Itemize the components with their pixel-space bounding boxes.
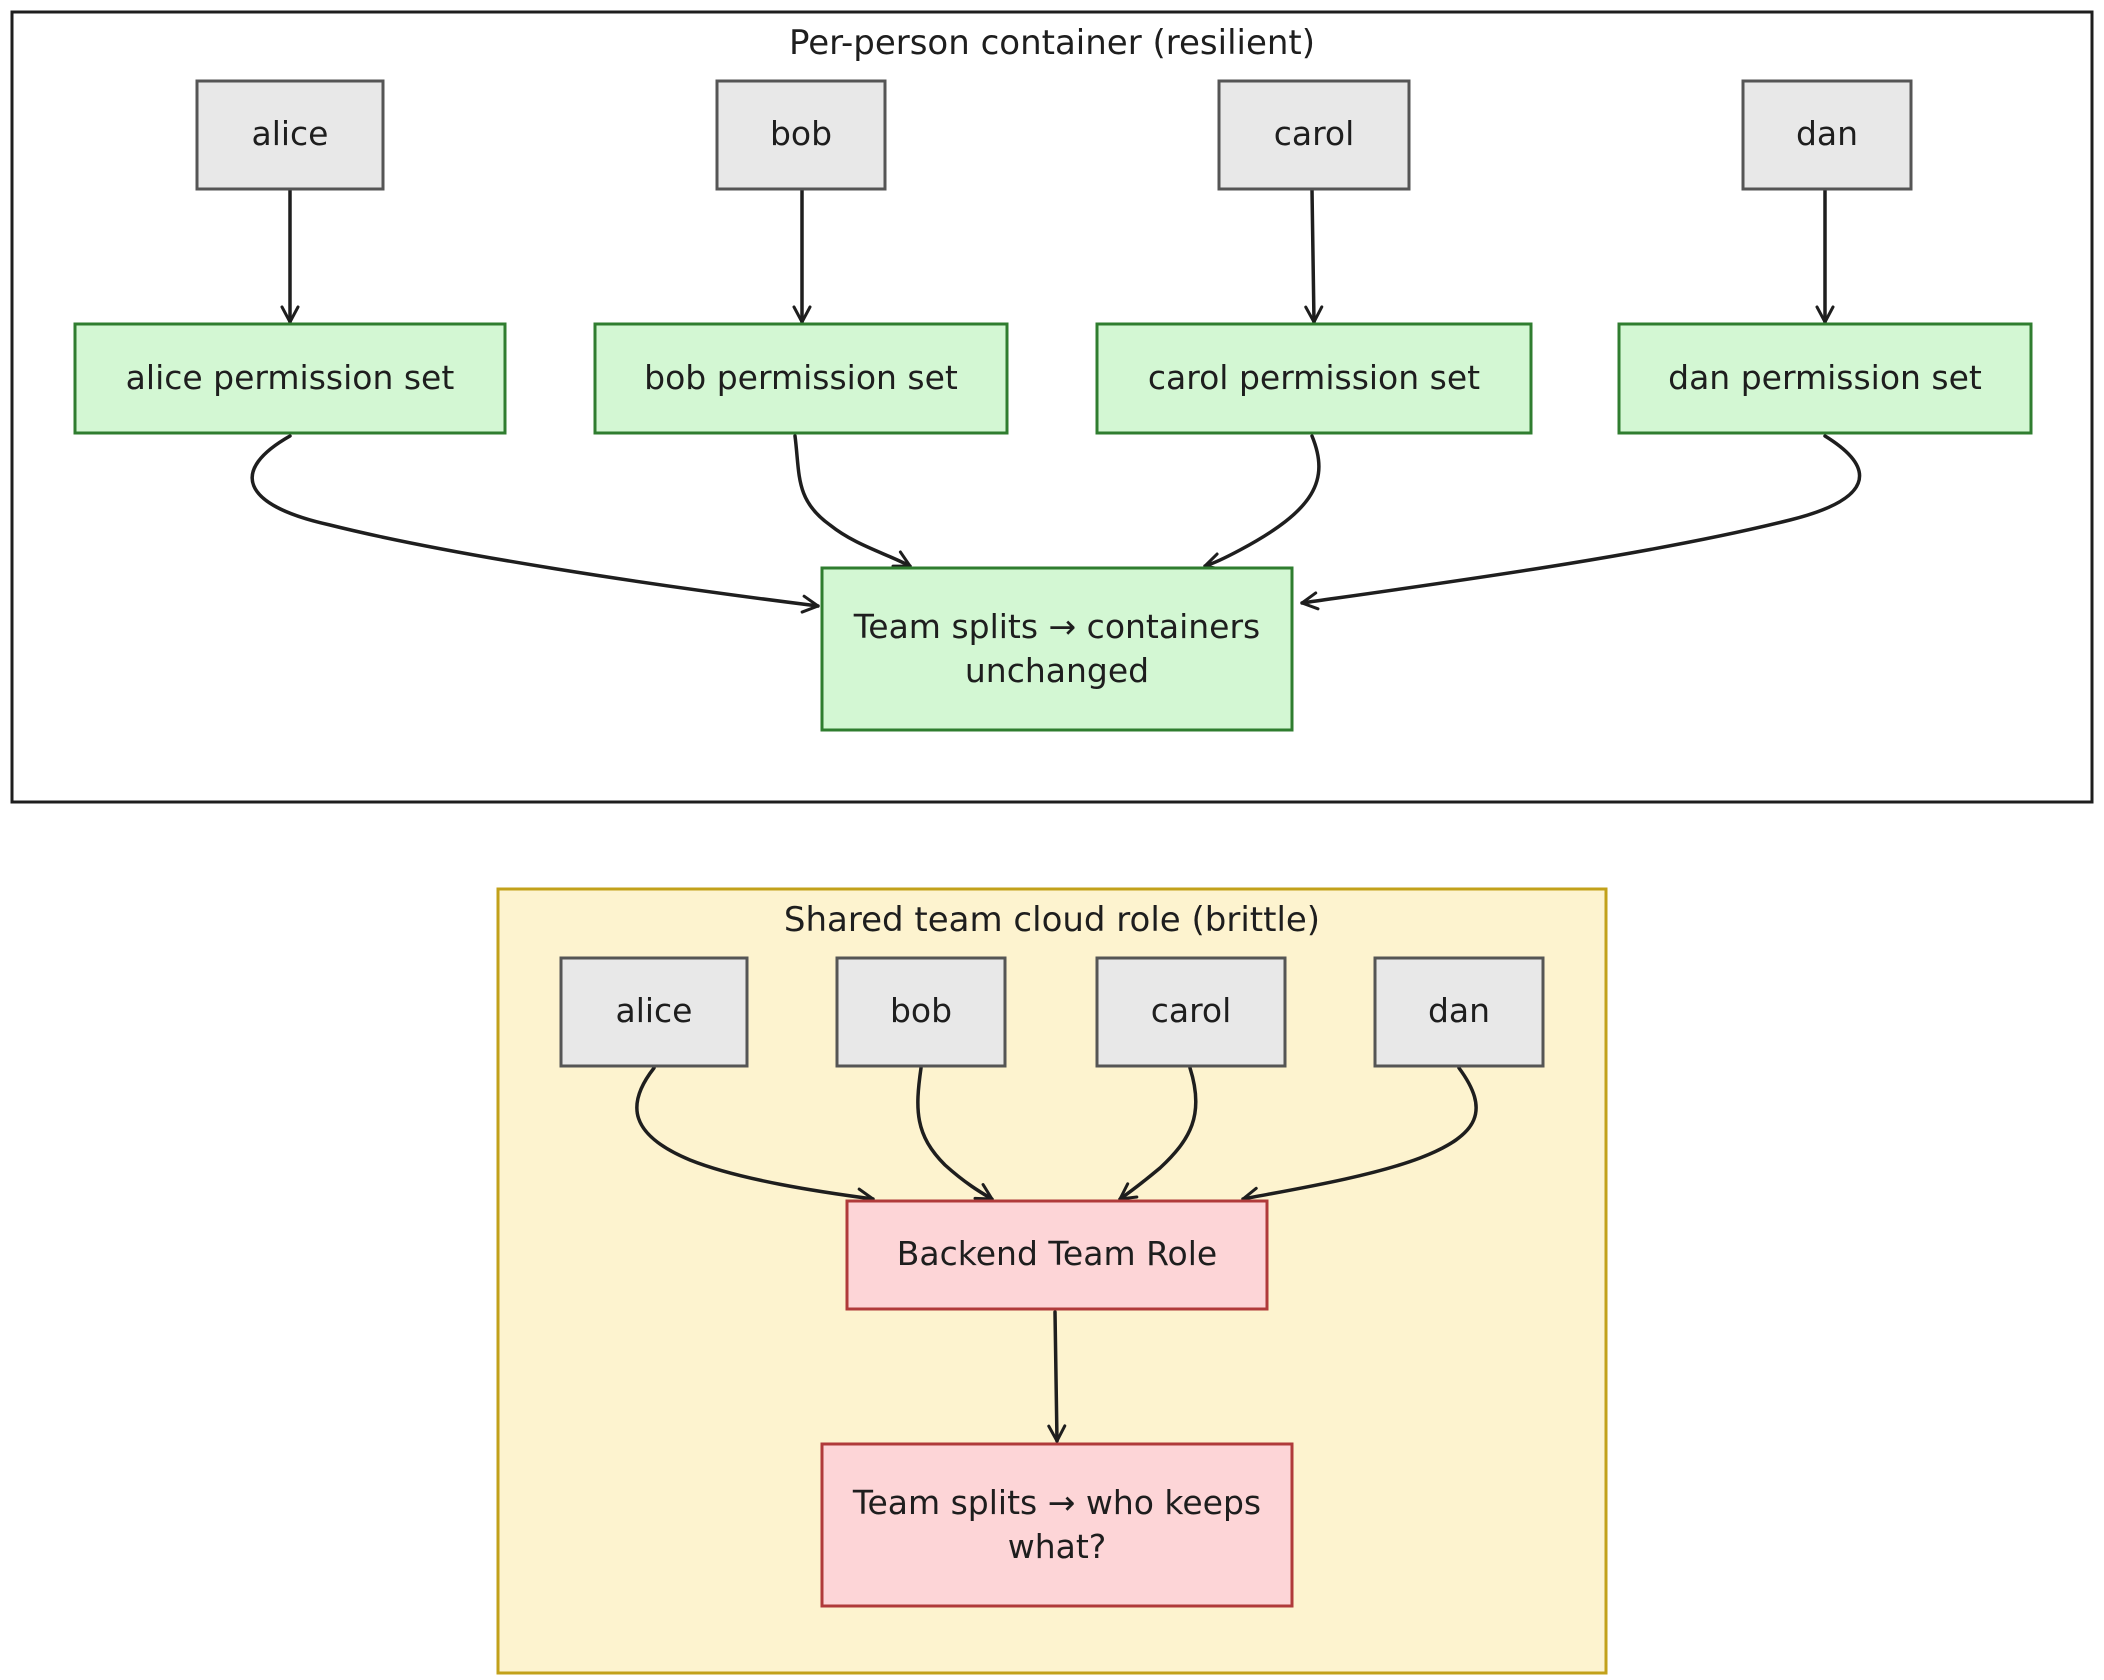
- resilient-person-alice[interactable]: alice: [195, 79, 385, 191]
- permission-set-carol[interactable]: carol permission set: [1095, 322, 1533, 435]
- resilient-person-dan[interactable]: dan: [1741, 79, 1913, 191]
- resilient-person-carol[interactable]: carol: [1217, 79, 1411, 191]
- outcome-line-1: Team splits → who keeps: [852, 1483, 1261, 1522]
- person-label: carol: [1274, 114, 1355, 153]
- edge-dan-to-backend-team-role: [1241, 1066, 1478, 1206]
- edge-carol-to-carol-permission-set: [1304, 188, 1324, 324]
- edge-backend-team-role-to-outcome: [1047, 1310, 1067, 1443]
- permission-set-label: dan permission set: [1668, 358, 1982, 397]
- brittle-outcome[interactable]: Team splits → who keeps what?: [820, 1442, 1294, 1608]
- person-label: bob: [770, 114, 832, 153]
- person-label: bob: [890, 991, 952, 1030]
- resilient-outcome[interactable]: Team splits → containers unchanged: [820, 566, 1294, 732]
- brittle-person-dan[interactable]: dan: [1373, 956, 1545, 1068]
- permission-set-alice[interactable]: alice permission set: [73, 322, 507, 435]
- brittle-person-bob[interactable]: bob: [835, 956, 1007, 1068]
- edge-carol-to-backend-team-role: [1118, 1066, 1198, 1201]
- edge-bob-permission-set-to-outcome: [793, 434, 912, 568]
- edge-alice-to-backend-team-role: [635, 1066, 875, 1207]
- person-label: dan: [1428, 991, 1490, 1030]
- permission-set-label: carol permission set: [1148, 358, 1480, 397]
- resilient-edges: [250, 188, 1862, 614]
- person-label: alice: [615, 991, 692, 1030]
- edge-dan-permission-set-to-outcome: [1300, 434, 1862, 611]
- resilient-group-title: Per-person container (resilient): [789, 23, 1315, 63]
- brittle-group-title: Shared team cloud role (brittle): [784, 900, 1320, 940]
- person-label: dan: [1796, 114, 1858, 153]
- outcome-line-2: what?: [1008, 1527, 1107, 1566]
- brittle-group: Shared team cloud role (brittle) alice b…: [496, 887, 1608, 1675]
- backend-team-role[interactable]: Backend Team Role: [845, 1199, 1269, 1311]
- outcome-line-1: Team splits → containers: [853, 607, 1261, 646]
- edge-carol-permission-set-to-outcome: [1203, 434, 1321, 571]
- brittle-edges: [635, 1066, 1478, 1443]
- edge-alice-permission-set-to-outcome: [250, 434, 820, 614]
- permission-set-dan[interactable]: dan permission set: [1617, 322, 2033, 435]
- resilient-person-bob[interactable]: bob: [715, 79, 887, 191]
- brittle-person-alice[interactable]: alice: [559, 956, 749, 1068]
- resilient-group: Per-person container (resilient) alice b…: [10, 10, 2094, 804]
- edge-bob-to-backend-team-role: [916, 1066, 994, 1201]
- backend-team-role-label: Backend Team Role: [897, 1234, 1217, 1273]
- person-label: alice: [251, 114, 328, 153]
- person-label: carol: [1151, 991, 1232, 1030]
- brittle-person-carol[interactable]: carol: [1095, 956, 1287, 1068]
- permission-set-label: alice permission set: [126, 358, 455, 397]
- permission-set-label: bob permission set: [644, 358, 958, 397]
- outcome-line-2: unchanged: [965, 651, 1149, 690]
- permission-set-bob[interactable]: bob permission set: [593, 322, 1009, 435]
